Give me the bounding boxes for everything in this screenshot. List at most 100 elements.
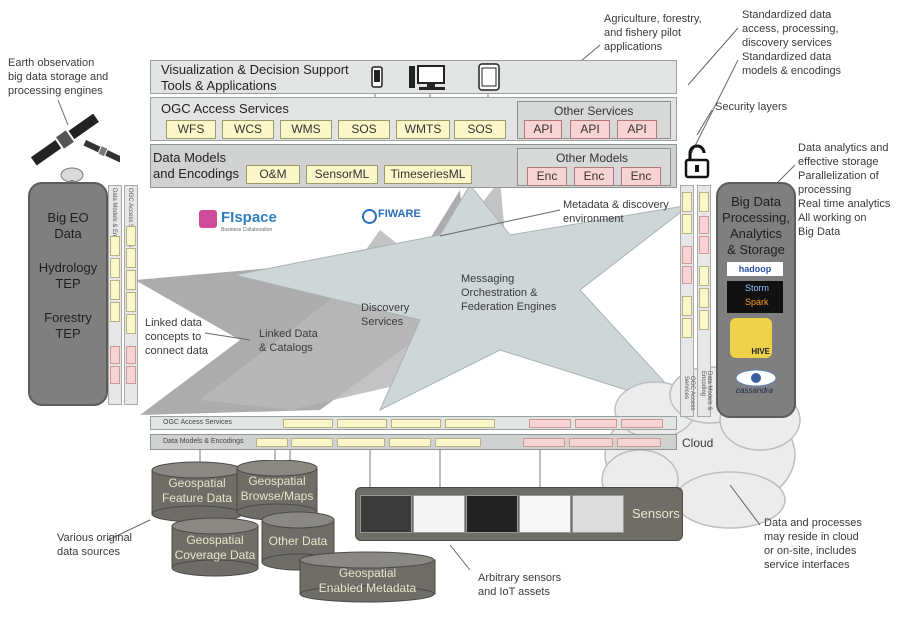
strip-cell bbox=[682, 296, 692, 316]
strip-cell bbox=[126, 270, 136, 290]
note-line: & Catalogs bbox=[259, 342, 313, 354]
hive-text: HIVE bbox=[751, 347, 770, 356]
note-line: Various original bbox=[57, 532, 133, 544]
mini-chip-red bbox=[529, 419, 571, 428]
fispace-text: FIspace bbox=[221, 209, 277, 226]
other-models-title: Other Models bbox=[556, 151, 629, 165]
strip-cell bbox=[699, 288, 709, 308]
strip-cell bbox=[699, 266, 709, 286]
strip-cell bbox=[126, 226, 136, 246]
strip-cell bbox=[682, 318, 692, 338]
note-line: effective storage bbox=[798, 156, 879, 168]
phone-icon bbox=[371, 66, 383, 88]
vertical-label: Data Models & Encoding bbox=[111, 188, 117, 255]
storm-text: Storm bbox=[745, 283, 770, 293]
security-note: Security layers bbox=[715, 101, 788, 113]
storm-spark-logo: Storm Spark bbox=[727, 281, 783, 313]
box-line: Big EO bbox=[47, 210, 89, 225]
note-line: or on-site, includes bbox=[764, 545, 857, 557]
fispace-mark-icon bbox=[199, 210, 217, 228]
other-data-label: Other Data bbox=[268, 534, 328, 548]
store-line: Geospatial bbox=[186, 533, 244, 547]
timeseriesml-chip: TimeseriesML bbox=[384, 165, 472, 184]
strip-cell bbox=[682, 192, 692, 212]
store-line: Enabled Metadata bbox=[318, 581, 417, 595]
mini-chip bbox=[337, 419, 387, 428]
sos-chip-2: SOS bbox=[454, 120, 506, 139]
standardized-note: Standardized data access, processing, di… bbox=[742, 8, 841, 78]
data-stores bbox=[151, 460, 436, 603]
right-strip-b: Data Models & Encoding bbox=[697, 185, 712, 417]
sensor-photo bbox=[572, 495, 624, 533]
agriculture-note: Agriculture, forestry, and fishery pilot… bbox=[604, 12, 702, 54]
vertical-label: Data Models & Encoding bbox=[700, 371, 712, 411]
api-chip: API bbox=[617, 120, 657, 139]
note-line: Discovery bbox=[361, 302, 410, 314]
mini-chip bbox=[391, 419, 441, 428]
layer-title-line: and Encodings bbox=[153, 166, 240, 181]
browse-maps-label: Geospatial Browse/Maps bbox=[237, 474, 317, 504]
mini-chip-red bbox=[617, 438, 661, 447]
fiware-text: FIWARE bbox=[378, 208, 421, 220]
analytics-note: Data analytics and effective storage Par… bbox=[798, 141, 890, 239]
tablet-icon bbox=[478, 63, 500, 91]
enc-chip: Enc bbox=[621, 167, 661, 186]
note-line: Big Data bbox=[798, 226, 841, 238]
strip-cell bbox=[126, 248, 136, 268]
sensorml-chip: SensorML bbox=[306, 165, 378, 184]
box-line: TEP bbox=[55, 276, 81, 291]
note-line: Metadata & discovery bbox=[563, 199, 669, 211]
mini-chip bbox=[389, 438, 431, 447]
linked-data-concepts-note: Linked data concepts to connect data bbox=[145, 316, 208, 358]
strip-cell-red bbox=[126, 346, 136, 364]
feature-data-cylinder bbox=[151, 461, 243, 523]
note-line: Orchestration & bbox=[461, 287, 538, 299]
box-line: & Storage bbox=[727, 242, 785, 257]
sensor-photo bbox=[413, 495, 465, 533]
sensors-panel: Sensors bbox=[355, 487, 683, 541]
wcs-chip: WCS bbox=[222, 120, 274, 139]
store-line: Geospatial bbox=[338, 566, 397, 580]
feature-data-label: Geospatial Feature Data bbox=[152, 476, 242, 506]
note-line: may reside in cloud bbox=[764, 531, 859, 543]
strip-cell-red bbox=[110, 366, 120, 384]
coverage-data-label: Geospatial Coverage Data bbox=[172, 533, 258, 563]
sensors-label: Sensors bbox=[632, 506, 680, 521]
strip-cell-red bbox=[699, 216, 709, 234]
layer-title-line: Visualization & Decision Support bbox=[161, 62, 349, 77]
note-line: Linked data bbox=[145, 317, 202, 329]
store-line: Browse/Maps bbox=[240, 489, 314, 503]
wfs-chip: WFS bbox=[166, 120, 216, 139]
left-strip-a: Data Models & Encoding bbox=[108, 185, 122, 405]
strip-cell bbox=[110, 280, 120, 300]
wmts-chip: WMTS bbox=[396, 120, 450, 139]
fiware-logo: FIWARE bbox=[362, 207, 432, 224]
note-line: Federation Engines bbox=[461, 301, 557, 313]
note-line: Messaging bbox=[461, 273, 515, 285]
note-line: models & encodings bbox=[742, 65, 842, 77]
big-data-label: Big Data Processing, Analytics & Storage bbox=[718, 194, 794, 258]
forestry-label: Forestry TEP bbox=[30, 310, 106, 342]
mini-chip bbox=[283, 419, 333, 428]
note-line: Data and processes bbox=[764, 517, 862, 529]
note-line: processing engines bbox=[8, 85, 103, 97]
big-eo-data-box: Big EO Data Hydrology TEP Forestry TEP bbox=[28, 182, 108, 406]
processes-note: Data and processes may reside in cloud o… bbox=[764, 516, 862, 572]
strip-cell-red bbox=[126, 366, 136, 384]
ogc-title: OGC Access Services bbox=[161, 101, 289, 116]
mini-chip-red bbox=[621, 419, 663, 428]
metadata-label: Geospatial Enabled Metadata bbox=[300, 566, 435, 596]
cloud-label: Cloud bbox=[682, 436, 714, 450]
big-eo-label: Big EO Data bbox=[30, 210, 106, 242]
strip-cell bbox=[110, 258, 120, 278]
layer-title-line: Tools & Applications bbox=[161, 78, 277, 93]
note-line: Earth observation bbox=[8, 57, 95, 69]
sensor-photo bbox=[466, 495, 518, 533]
enc-chip: Enc bbox=[527, 167, 567, 186]
layer-title-line: Data Models bbox=[153, 150, 226, 165]
data-models-layer: Data Models and Encodings O&M SensorML T… bbox=[150, 144, 677, 188]
fispace-logo: FIspace Business Collaboration bbox=[195, 207, 283, 237]
note-line: discovery services bbox=[742, 37, 832, 49]
desktop-icon bbox=[409, 65, 445, 90]
note-line: big data storage and bbox=[8, 71, 109, 83]
